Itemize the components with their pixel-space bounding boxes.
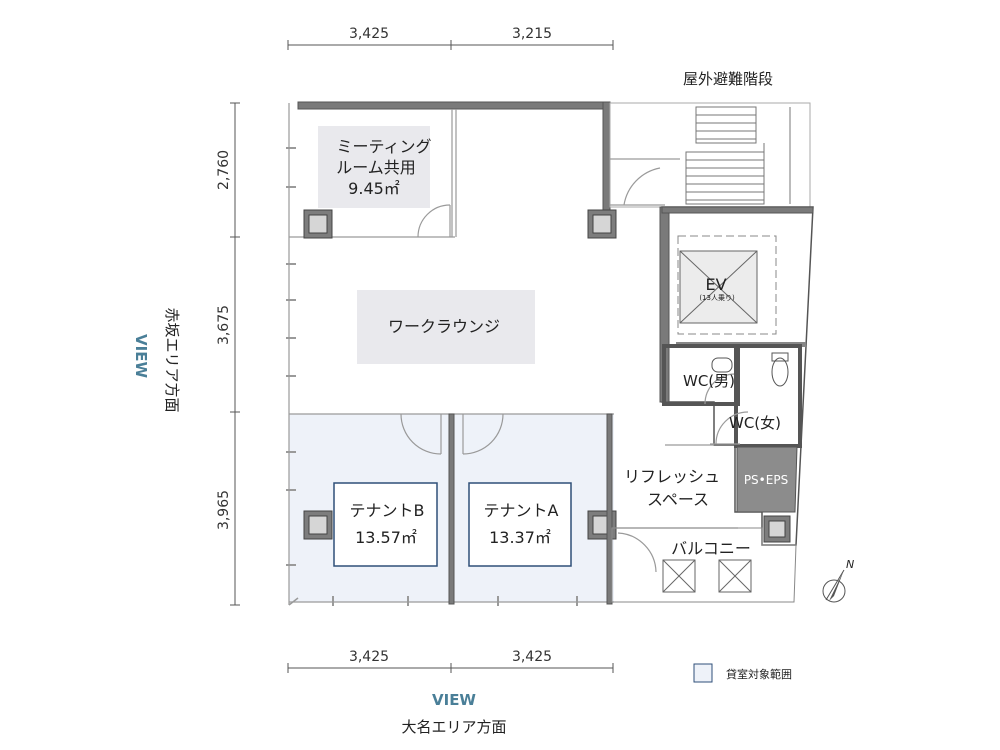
stair-area [609, 102, 811, 208]
left-dim-3: 3,965 [216, 490, 232, 530]
wc-men-label: WC(男) [683, 372, 735, 390]
wc-women-label: WC(女) [729, 414, 781, 432]
lounge-label: ワークラウンジ [388, 317, 500, 336]
left-dim-1: 2,760 [216, 150, 232, 190]
stair-door [623, 167, 661, 206]
balcony-label: バルコニー [671, 539, 751, 558]
tenant-b-area: 13.57㎡ [355, 528, 417, 547]
tenant-partition [448, 413, 455, 605]
view-left-label: VIEW [132, 334, 150, 378]
refresh-label-1: リフレッシュ [624, 467, 720, 486]
tenant-b-door [400, 413, 442, 455]
ps-eps-room [736, 446, 798, 513]
top-dim-1: 3,425 [349, 26, 389, 42]
meeting-room-area: 9.45㎡ [348, 179, 400, 198]
column-icon [303, 510, 333, 540]
bottom-window-ticks [332, 596, 578, 606]
stairs [685, 106, 791, 205]
tenant-a-door [462, 413, 504, 455]
top-dim-2: 3,215 [512, 26, 552, 42]
ev-shaft [677, 235, 777, 335]
balcony-units [662, 559, 752, 593]
meeting-room-label-1: ミーティング [336, 137, 431, 156]
bottom-dim-1: 3,425 [349, 649, 389, 665]
north-arrow-icon [822, 569, 846, 603]
meeting-door [417, 204, 451, 238]
column-icon [763, 515, 791, 543]
legend-label: 貸室対象範囲 [726, 667, 792, 681]
tenant-b-box [333, 482, 438, 567]
tenant-a-box [468, 482, 572, 567]
meeting-room-label-2: ルーム共用 [336, 158, 416, 177]
view-bottom-label: VIEW [432, 691, 476, 709]
ps-eps-label: PS•EPS [744, 473, 788, 487]
left-dimension: 2,760 3,675 3,965 [216, 102, 240, 606]
tenant-b-label: テナントB [350, 501, 425, 520]
bottom-dim-2: 3,425 [512, 649, 552, 665]
right-wall-upper [602, 101, 611, 215]
legend-swatch [693, 663, 713, 683]
top-wall [297, 101, 611, 110]
refresh-label-2: スペース [647, 490, 709, 509]
bottom-dimension: 3,425 3,425 [287, 649, 614, 673]
left-dim-2: 3,675 [216, 305, 232, 345]
view-left-caption: 赤坂エリア方面 [163, 307, 181, 412]
column-icon [303, 209, 333, 239]
lounge-box [357, 290, 535, 364]
wc-women-room [734, 344, 802, 448]
tenant-a-area: 13.37㎡ [489, 528, 551, 547]
ev-capacity: (13人乗り) [699, 293, 735, 302]
balcony-area [611, 527, 797, 603]
tenant-right-wall [606, 413, 613, 605]
meeting-room-box [318, 126, 430, 208]
view-bottom-caption: 大名エリア方面 [401, 718, 506, 736]
north-label: N [846, 558, 854, 571]
outdoor-stairs-label: 屋外避難階段 [683, 70, 773, 88]
tenant-a-label: テナントA [484, 501, 559, 520]
top-dimension: 3,425 3,215 [287, 26, 614, 50]
ev-label: EV [705, 275, 726, 294]
column-icon [587, 209, 617, 239]
core-top-wall [661, 206, 814, 214]
left-window-ticks [286, 147, 296, 566]
